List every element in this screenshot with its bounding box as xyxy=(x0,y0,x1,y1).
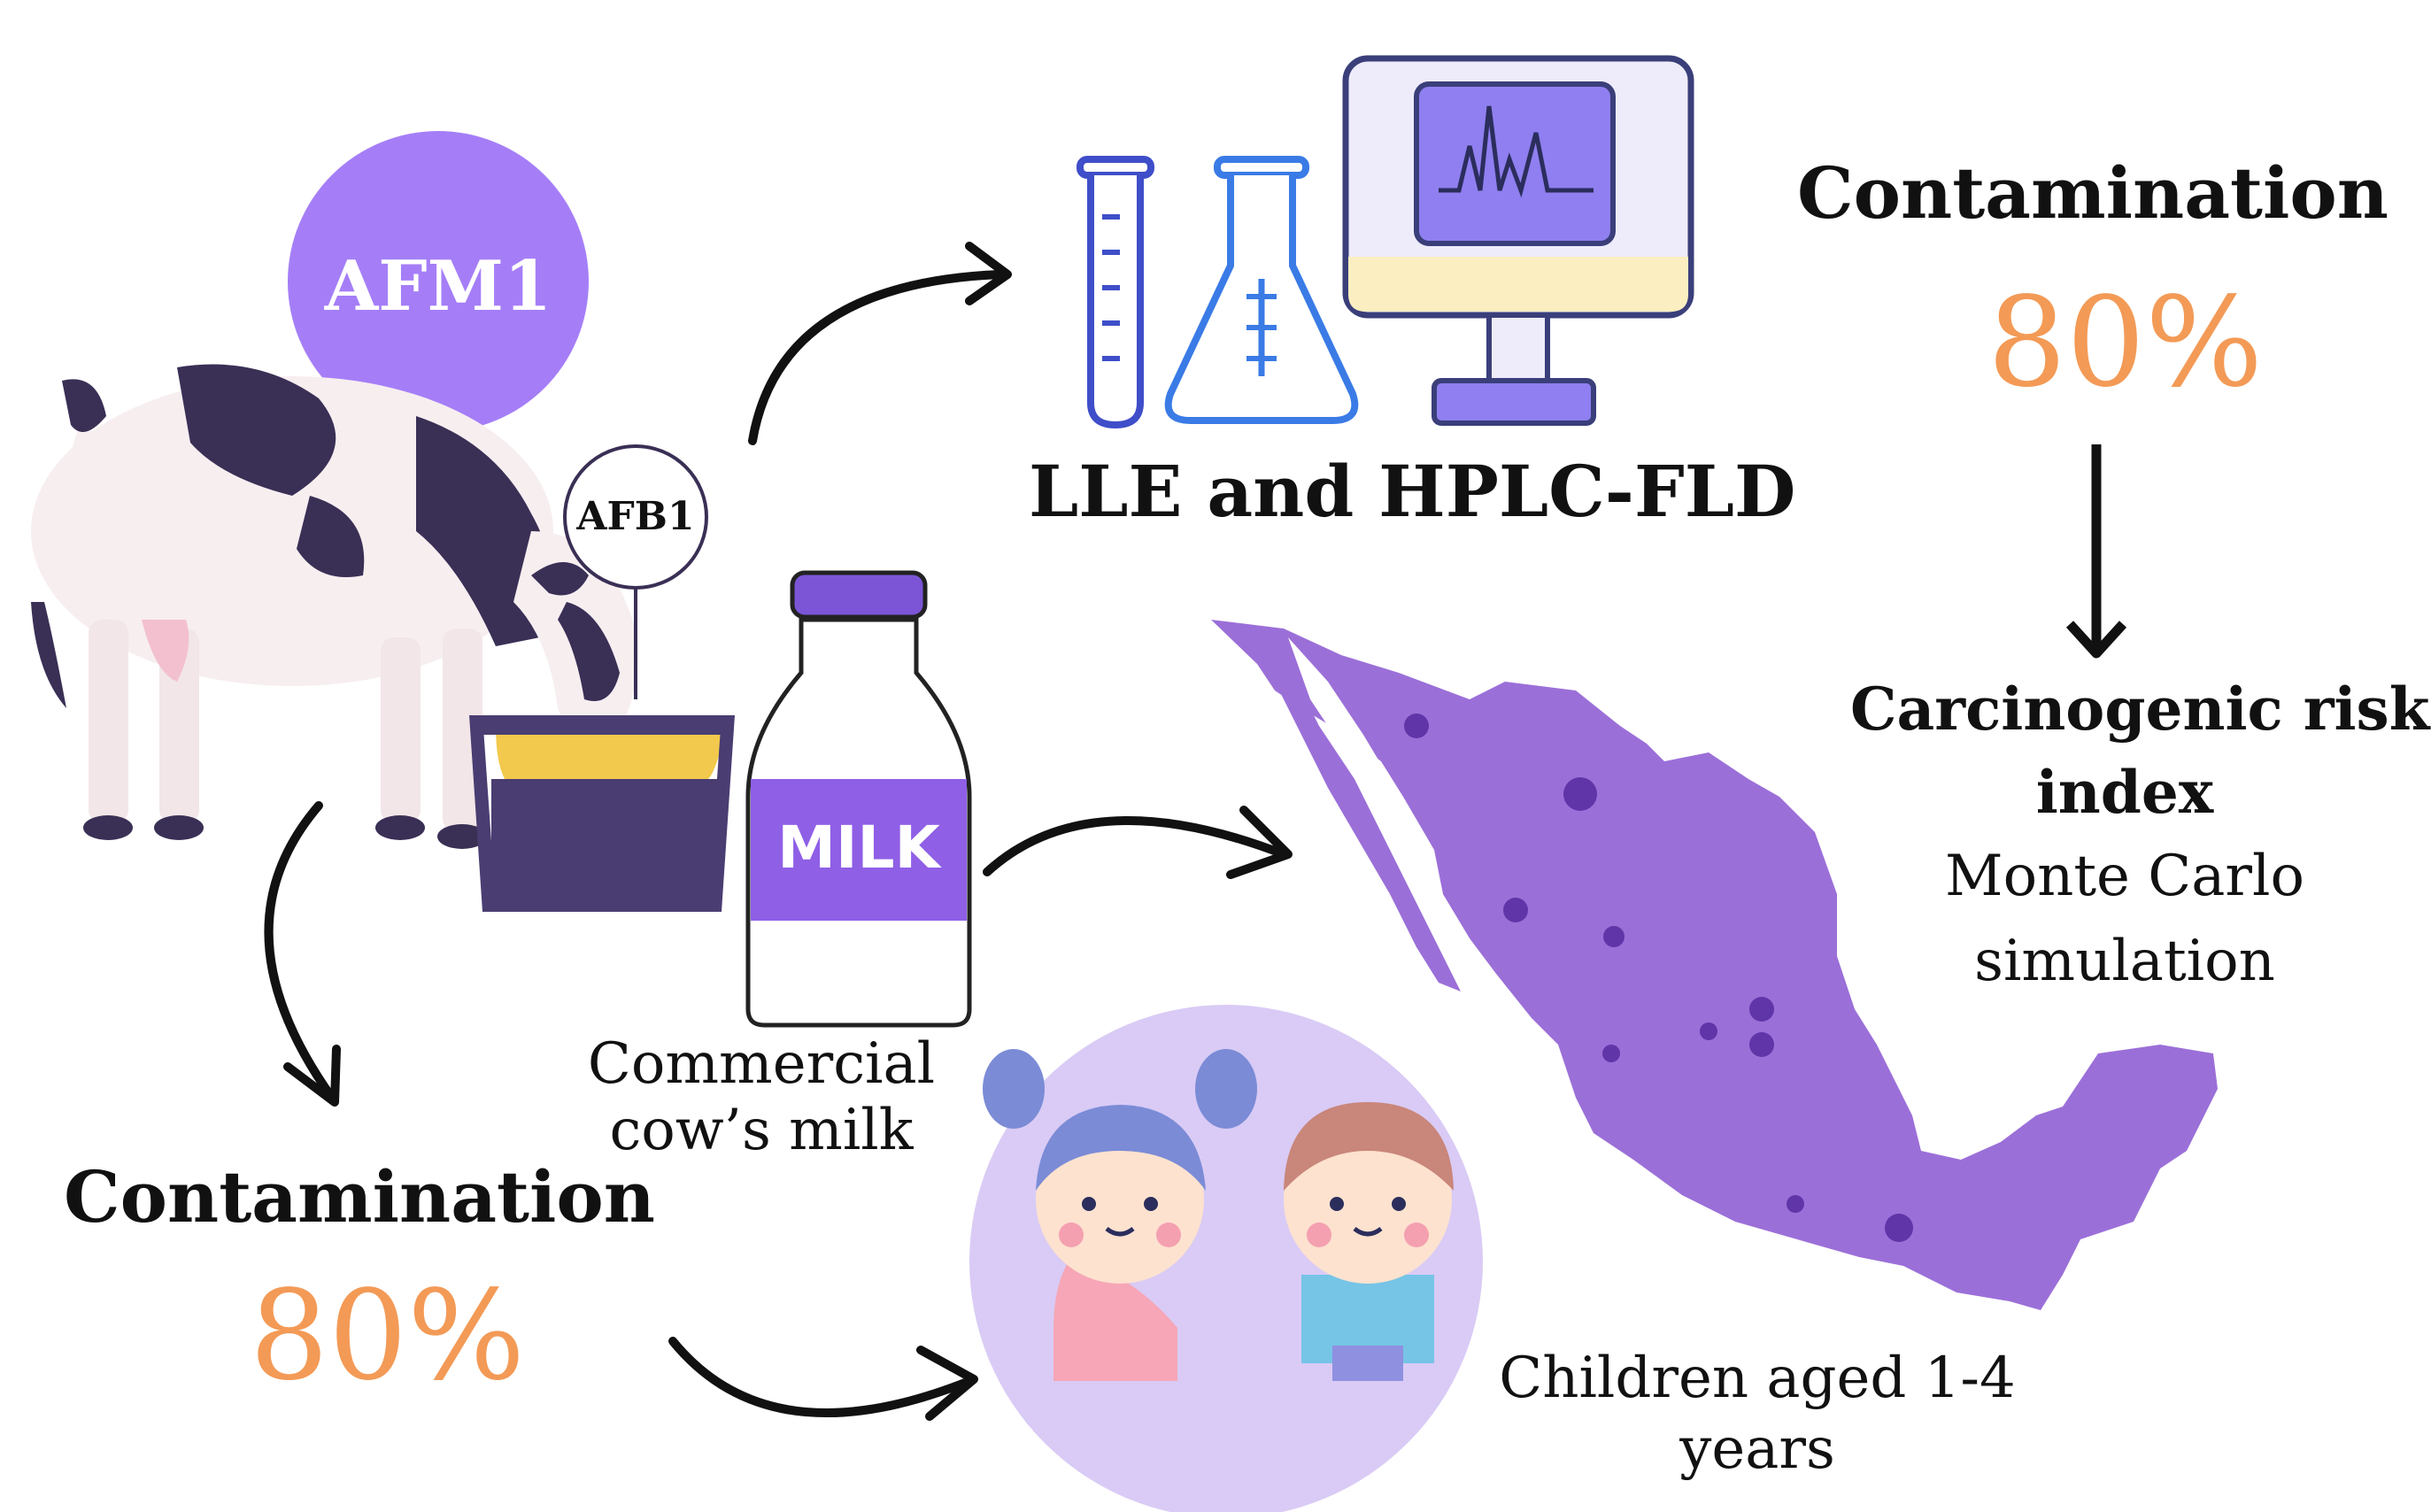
children-label: Children aged 1-4 xyxy=(1499,1346,2016,1411)
arrow-contamination-to-children xyxy=(668,1337,974,1417)
feed-trough-icon xyxy=(469,715,735,912)
flask-icon xyxy=(1164,156,1359,424)
risk-method: Monte Carlo xyxy=(1945,844,2304,909)
risk-title: Carcinogenic risk xyxy=(1850,675,2430,744)
commercial-milk-label-2: cow’s milk xyxy=(609,1098,914,1163)
test-tube-icon xyxy=(1077,156,1154,429)
afm1-circle xyxy=(288,131,589,432)
afm1-label: AFM1 xyxy=(324,246,552,327)
afb1-label: AFB1 xyxy=(576,494,695,539)
contamination-left-value: 80% xyxy=(250,1264,526,1408)
arrow-milk-to-map xyxy=(983,815,1288,876)
commercial-milk-label: Commercial xyxy=(587,1031,936,1097)
risk-title-2: index xyxy=(2035,758,2214,827)
contamination-left-label: Contamination xyxy=(64,1155,655,1238)
children-label-2: years xyxy=(1679,1416,1835,1482)
contamination-right-value: 80% xyxy=(1987,271,2264,415)
contamination-right-label: Contamination xyxy=(1797,151,2389,235)
milk-label: MILK xyxy=(777,814,940,882)
risk-method-2: simulation xyxy=(1974,929,2275,994)
method-label: LLE and HPLC-FLD xyxy=(1029,450,1796,533)
milk-bottle-icon xyxy=(745,570,972,1028)
arrow-cow-to-lab xyxy=(748,270,1005,445)
monitor-chromatogram-icon xyxy=(1342,55,1694,426)
children-icon xyxy=(969,1005,1483,1512)
arrow-cow-to-contamination xyxy=(264,801,336,1102)
cow-icon xyxy=(31,364,638,849)
mexico-map xyxy=(1211,620,2218,1310)
